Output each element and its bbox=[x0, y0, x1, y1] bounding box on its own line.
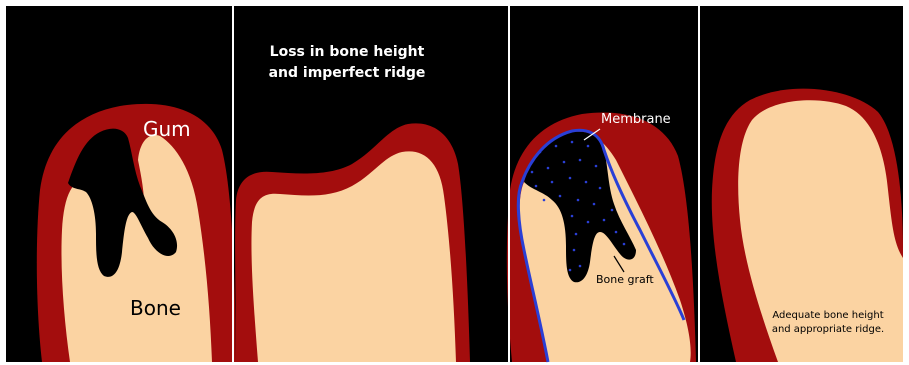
graft-particle bbox=[555, 145, 558, 148]
graft-particle bbox=[593, 203, 596, 206]
graft-particle bbox=[551, 181, 554, 184]
graft-particle bbox=[535, 185, 538, 188]
graft-particle bbox=[587, 221, 590, 224]
graft-particle bbox=[547, 167, 550, 170]
graft-particle bbox=[531, 171, 534, 174]
gum-label: Gum bbox=[143, 117, 191, 141]
panel-graft-membrane: Membrane Bone graft bbox=[507, 112, 696, 362]
graft-particle bbox=[575, 233, 578, 236]
graft-particle bbox=[587, 145, 590, 148]
loss-caption-line2: and imperfect ridge bbox=[269, 65, 426, 81]
graft-particle bbox=[615, 231, 618, 234]
graft-particle bbox=[595, 165, 598, 168]
panel-divider bbox=[508, 6, 510, 362]
adequate-caption-line2: and appropriate ridge. bbox=[772, 324, 884, 335]
adequate-caption-line1: Adequate bone height bbox=[772, 310, 883, 321]
graft-particle bbox=[539, 151, 542, 154]
panel-healed-ridge: Adequate bone height and appropriate rid… bbox=[712, 89, 903, 362]
graft-particle bbox=[563, 161, 566, 164]
graft-particle bbox=[599, 187, 602, 190]
panel-divider bbox=[698, 6, 700, 362]
graft-particle bbox=[623, 243, 626, 246]
graft-particle bbox=[579, 159, 582, 162]
graft-particle bbox=[585, 181, 588, 184]
graft-particle bbox=[571, 141, 574, 144]
panel-extraction-socket: Gum Bone bbox=[37, 104, 236, 362]
graft-particle bbox=[559, 195, 562, 198]
membrane-label: Membrane bbox=[601, 112, 671, 127]
graft-particle bbox=[577, 199, 580, 202]
bone-graft-label: Bone graft bbox=[596, 273, 654, 286]
graft-particle bbox=[571, 215, 574, 218]
bone-label: Bone bbox=[130, 296, 181, 320]
loss-caption-line1: Loss in bone height bbox=[270, 44, 425, 60]
graft-particle bbox=[569, 177, 572, 180]
graft-particle bbox=[569, 269, 572, 272]
graft-particle bbox=[573, 249, 576, 252]
graft-particle bbox=[611, 209, 614, 212]
panel-divider bbox=[232, 6, 234, 362]
graft-particle bbox=[603, 219, 606, 222]
graft-particle bbox=[579, 265, 582, 268]
graft-particle bbox=[543, 199, 546, 202]
